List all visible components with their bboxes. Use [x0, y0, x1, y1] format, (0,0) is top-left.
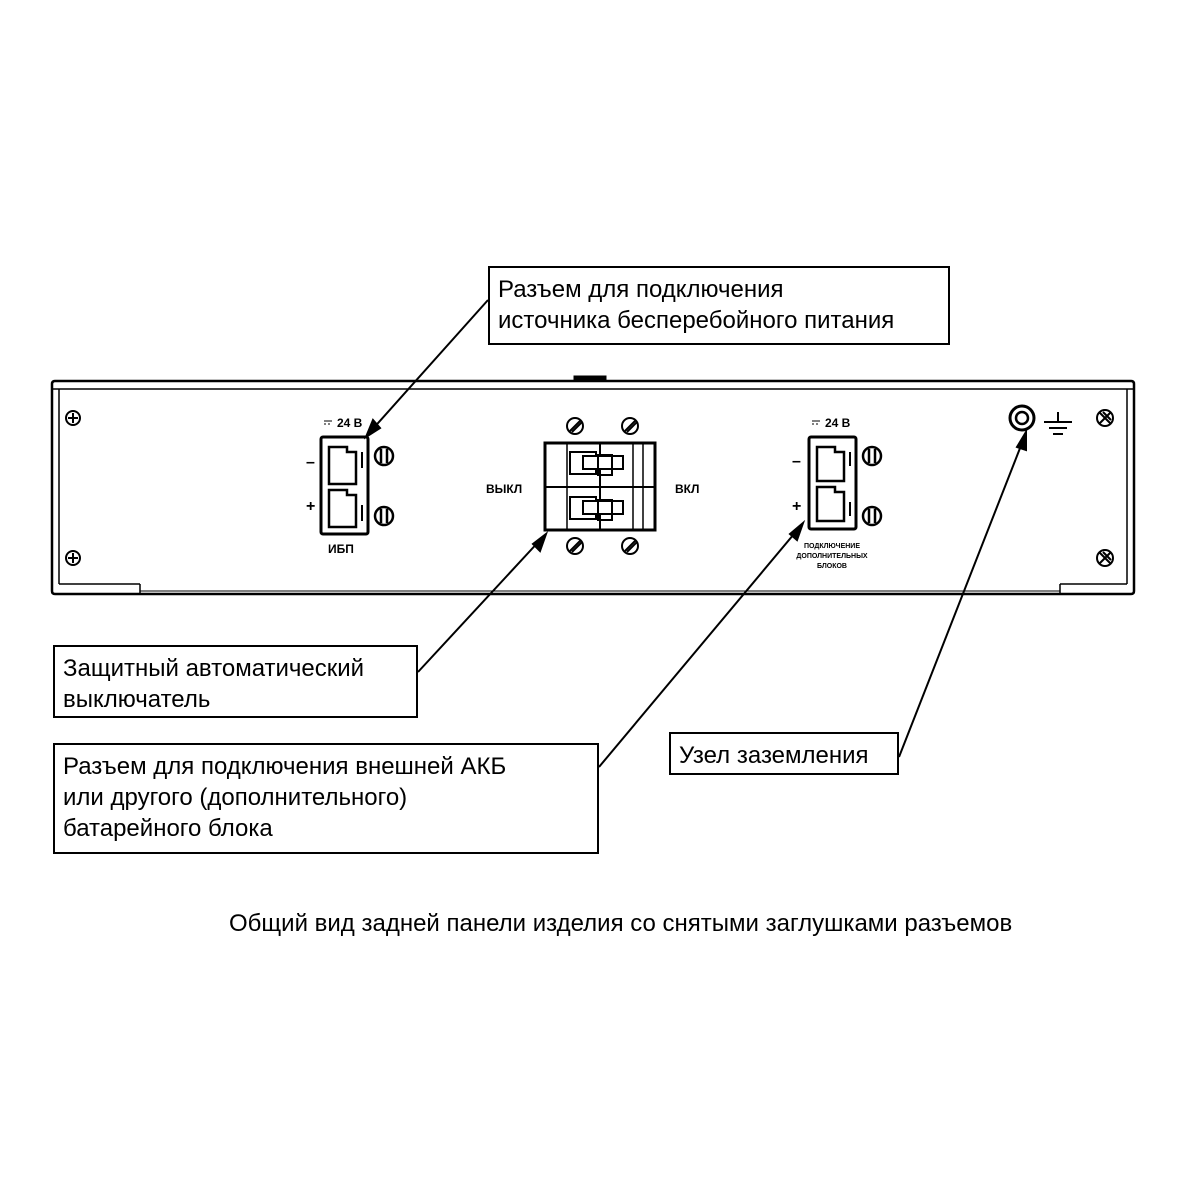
callout-line: Защитный автоматический — [63, 655, 365, 682]
ups-plus-label: + — [306, 498, 315, 515]
breaker-off-label: ВЫКЛ — [486, 482, 522, 496]
terminal-screw-icon — [861, 445, 883, 527]
circuit-breaker: ВЫКЛ ВКЛ — [486, 441, 699, 532]
callout-line: или другого (дополнительного) — [63, 784, 408, 811]
ups-voltage-label: 24 В — [337, 416, 363, 430]
terminal-screw-icon — [373, 445, 395, 527]
ups-label: ИБП — [328, 542, 354, 556]
callout-line: Разъем для подключения внешней АКБ — [63, 753, 507, 780]
breaker-screw-icon — [566, 417, 639, 555]
extension-plus-label: + — [792, 498, 801, 515]
ups-minus-label: – — [306, 454, 315, 471]
leader-arrows — [363, 299, 1027, 768]
callout-line: выключатель — [63, 686, 211, 713]
extension-label-line: БЛОКОВ — [817, 563, 847, 570]
extension-voltage-label: 24 В — [825, 416, 851, 430]
figure-caption: Общий вид задней панели изделия со сняты… — [229, 910, 1013, 937]
extension-label-line: ДОПОЛНИТЕЛЬНЫХ — [796, 553, 868, 560]
extension-label-line: ПОДКЛЮЧЕНИЕ — [804, 543, 860, 550]
panel-housing — [50, 375, 1136, 596]
callout-line: источника бесперебойного питания — [498, 307, 895, 334]
ups-connector-callout: Разъем для подключения источника беспере… — [488, 266, 950, 345]
extension-minus-label: – — [792, 453, 801, 470]
breaker-on-label: ВКЛ — [675, 482, 699, 496]
extension-connector: 24 В – + ПОДКЛЮЧЕНИЕ ДОПОЛНИТЕЛЬНЫХ БЛОК… — [792, 416, 868, 570]
breaker-callout: Защитный автоматический выключатель — [53, 645, 418, 718]
ground-symbol-icon — [1044, 412, 1072, 435]
callout-line: Разъем для подключения — [498, 276, 784, 303]
callout-line: Узел заземления — [679, 742, 869, 769]
ground-stud-icon — [1008, 404, 1036, 432]
ups-connector: 24 В – + ИБП — [306, 416, 370, 556]
callout-line: батарейного блока — [63, 815, 273, 842]
corner-screw-icon — [65, 409, 1114, 567]
external-battery-callout: Разъем для подключения внешней АКБ или д… — [53, 743, 599, 854]
ground-callout: Узел заземления — [669, 732, 899, 775]
